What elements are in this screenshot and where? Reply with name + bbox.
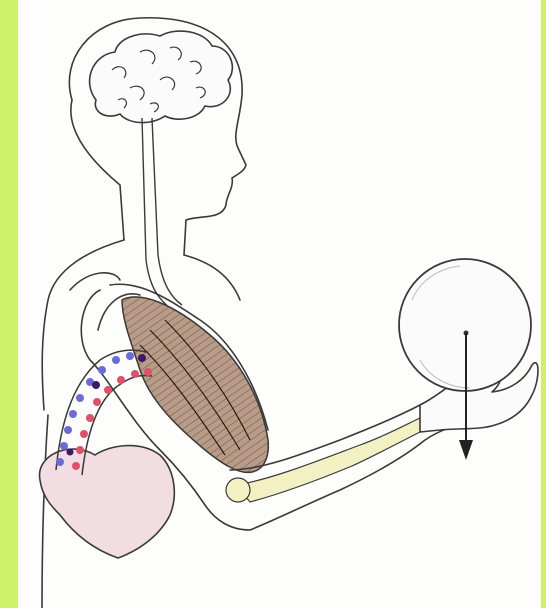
biceps-muscle-icon	[122, 297, 268, 473]
venous-blood-dots	[67, 354, 147, 456]
illustration-frame	[18, 0, 541, 608]
nerve-path	[142, 118, 182, 310]
arm-muscle-illustration	[18, 0, 541, 608]
brain-icon	[90, 31, 233, 123]
